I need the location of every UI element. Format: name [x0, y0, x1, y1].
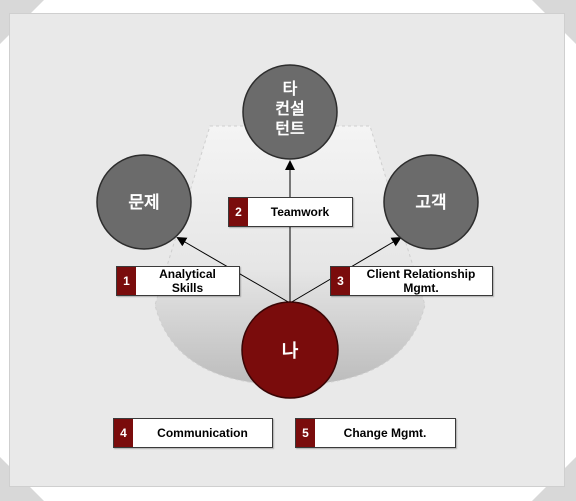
- node-center-circle: [241, 301, 339, 399]
- label-number-badge: 4: [114, 419, 133, 447]
- node-right-label: 고객: [415, 193, 446, 213]
- node-top-label-line3: 턴트: [275, 119, 305, 138]
- node-left-circle: [96, 154, 192, 250]
- label-analytical-skills: 1 Analytical Skills: [116, 266, 240, 296]
- label-text: Client Relationship Mgmt.: [366, 267, 476, 295]
- node-right-circle: [383, 154, 479, 250]
- label-number-badge: 5: [296, 419, 315, 447]
- label-number-badge: 1: [117, 267, 136, 295]
- label-text: Analytical Skills: [159, 267, 216, 295]
- node-left-label: 문제: [128, 193, 159, 213]
- label-teamwork: 2 Teamwork: [228, 197, 353, 227]
- label-number-badge: 2: [229, 198, 248, 226]
- label-change-mgmt: 5 Change Mgmt.: [295, 418, 456, 448]
- label-text: Change Mgmt.: [343, 426, 427, 440]
- label-communication: 4 Communication: [113, 418, 273, 448]
- label-number-badge: 3: [331, 267, 350, 295]
- label-client-relationship: 3 Client Relationship Mgmt.: [330, 266, 493, 296]
- node-top-label-line2: 컨설: [275, 99, 304, 118]
- node-center-label: 나: [282, 341, 299, 362]
- node-top-label-line1: 타: [283, 79, 298, 98]
- node-top-circle: [242, 64, 338, 160]
- label-text: Communication: [157, 426, 248, 440]
- label-text: Teamwork: [270, 205, 330, 219]
